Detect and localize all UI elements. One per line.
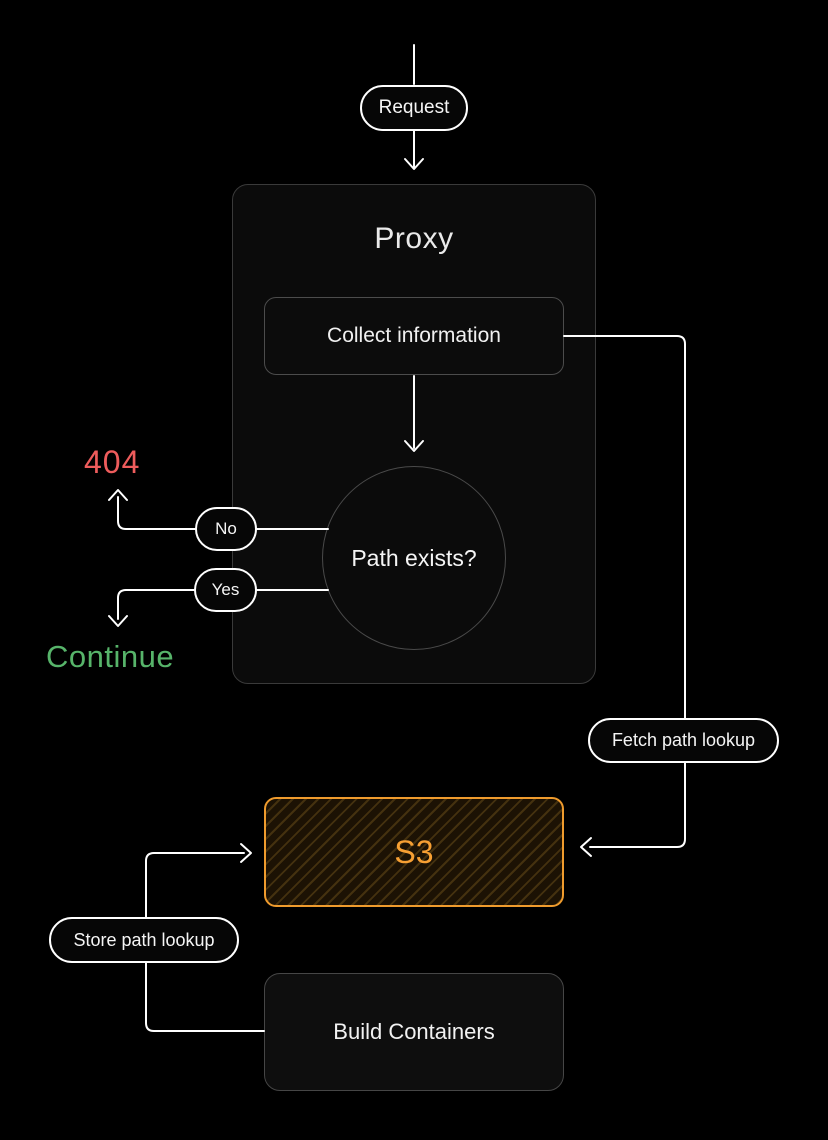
branch-yes-label: Yes [211,580,240,599]
build-containers-node: Build Containers [264,973,564,1091]
result-continue-label: Continue [46,639,175,674]
result-404-label: 404 [84,444,141,480]
store-path-lookup-pill: Store path lookup [49,917,239,963]
arrow-down-icon [404,158,424,170]
build-containers-label: Build Containers [333,1019,495,1044]
s3-label: S3 [394,833,434,870]
request-label: Request [378,97,450,118]
store-path-lookup-label: Store path lookup [73,929,215,950]
collect-information-label: Collect information [327,324,501,347]
arrow-down-icon [108,615,128,627]
path-exists-decision-node: Path exists? [322,466,506,650]
request-pill: Request [360,85,468,131]
arrow-right-icon [240,843,252,863]
fetch-path-lookup-label: Fetch path lookup [611,730,756,750]
proxy-title: Proxy [374,222,454,255]
collect-information-node: Collect information [264,297,564,375]
arrow-up-icon [108,489,128,501]
branch-no-pill: No [195,507,257,551]
fetch-path-lookup-pill: Fetch path lookup [588,718,779,763]
branch-yes-pill: Yes [194,568,257,612]
arrow-left-icon [580,837,592,857]
path-exists-label: Path exists? [351,544,477,571]
s3-node: S3 [264,797,564,907]
branch-no-label: No [215,519,237,538]
